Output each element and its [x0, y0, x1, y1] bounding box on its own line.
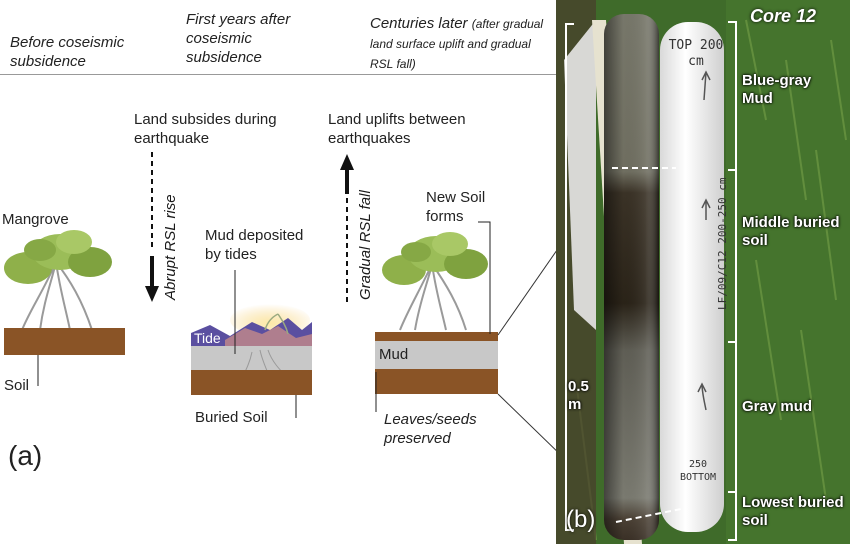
soil-layer-1	[4, 328, 125, 355]
mangrove-tree-3	[382, 232, 488, 331]
boundary-lower	[615, 507, 687, 523]
panel-b-label: (b)	[566, 506, 596, 533]
header-centuries: Centuries later (after gradual land surf…	[370, 14, 550, 74]
layer-brackets	[728, 21, 737, 541]
header-centuries-main: Centuries later	[370, 15, 468, 32]
leaves-seeds-label: Leaves/seeds preserved	[384, 411, 477, 447]
layer-lowest-buried-soil: Lowest buried soil	[742, 494, 844, 529]
header-centuries-note: (after gradual land surface uplift and g…	[370, 17, 544, 71]
layer-middle-buried-soil: Middle buried soil	[742, 214, 840, 249]
abrupt-rise-label: Abrupt RSL rise	[162, 194, 179, 300]
mud-layer-2	[191, 346, 312, 370]
pipe-top-text: TOP 200 cm	[668, 38, 724, 69]
header-before: Before coseismic subsidence	[10, 34, 125, 70]
layer-blue-gray-mud: Blue-gray Mud	[742, 72, 812, 107]
pipe-bottom-text: 250 BOTTOM	[679, 459, 717, 483]
panel-a-diagram	[4, 152, 560, 455]
pvc-pipe	[660, 22, 724, 532]
core-photo: TOP 200 cm LF/09/C12 200-250 cm 250 BOTT…	[556, 0, 850, 544]
subsidence-arrow-head	[145, 286, 159, 302]
land-uplifts-label: Land uplifts between earthquakes	[328, 111, 466, 147]
buried-soil-label: Buried Soil	[195, 409, 268, 426]
gradual-fall-label: Gradual RSL fall	[357, 190, 374, 300]
scale-label: 0.5 m	[568, 378, 589, 413]
mud-label: Mud	[379, 346, 409, 363]
core-photo-graphic	[556, 0, 850, 544]
soil-label: Soil	[4, 377, 30, 394]
pipe-id-text: LF/09/C12 200-250 cm	[716, 177, 729, 310]
layer-gray-mud: Gray mud	[742, 398, 813, 415]
new-soil-label: New Soil forms	[426, 189, 486, 225]
uplift-arrow-head	[340, 154, 354, 170]
land-subsides-label: Land subsides during earthquake	[134, 111, 277, 147]
connector-lower	[497, 393, 560, 455]
scale-bracket	[565, 23, 574, 531]
core-title: Core 12	[750, 6, 817, 26]
buried-soil-layer-2	[191, 370, 312, 395]
tide-label: Tide	[194, 330, 221, 346]
mangrove-label: Mangrove	[2, 211, 69, 228]
buried-soil-layer-3	[375, 369, 498, 394]
new-soil-leader-line	[478, 221, 491, 334]
header-divider	[0, 74, 556, 75]
mangrove-tree-1	[4, 230, 112, 331]
mud-deposited-label: Mud deposited by tides	[205, 227, 304, 263]
panel-a-label: (a)	[8, 440, 43, 471]
connector-upper	[497, 244, 560, 336]
new-soil-layer-3	[375, 332, 498, 341]
mud-layer-3	[375, 341, 498, 369]
tide-block	[191, 304, 312, 348]
header-first-years: First years after coseismic subsidence	[186, 11, 291, 66]
